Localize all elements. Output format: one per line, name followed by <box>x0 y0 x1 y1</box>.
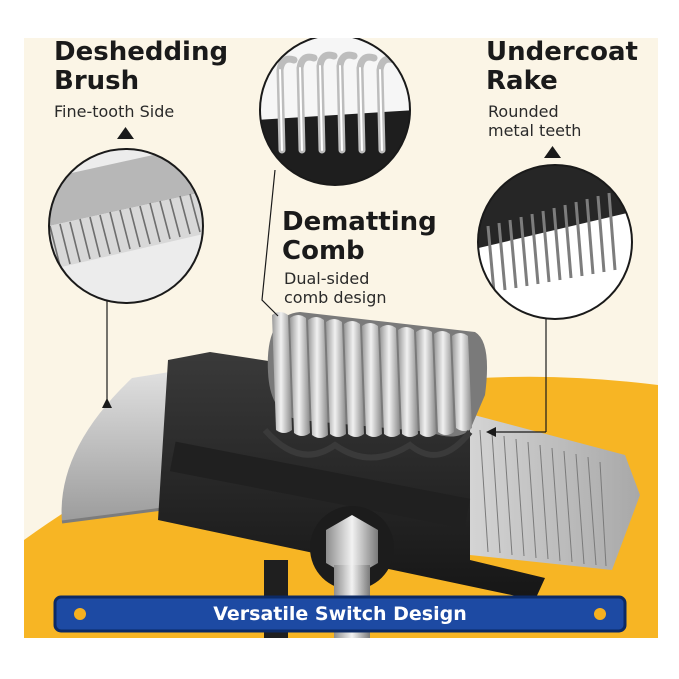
deshedding-pointer-icon <box>117 127 134 139</box>
undercoat-subtitle-line: metal teeth <box>488 121 582 140</box>
undercoat-detail-circle <box>477 164 633 320</box>
undercoat-title: Undercoat Rake <box>486 38 638 96</box>
deshedding-subtitle-line: Fine-tooth Side <box>54 102 175 121</box>
deshedding-subtitle: Fine-tooth Side <box>54 102 174 121</box>
dematting-subtitle-line: Dual-sided <box>284 269 370 288</box>
banner-bar <box>53 595 627 633</box>
dematting-title: Dematting Comb <box>282 208 437 266</box>
undercoat-subtitle: Rounded metal teeth <box>488 102 581 140</box>
dematting-detail-circle <box>259 38 411 186</box>
deshedding-title: Deshedding Brush <box>54 38 228 96</box>
dematting-title-line: Comb <box>282 236 365 266</box>
banner-dot-right-icon <box>594 608 606 620</box>
dematting-leader-line <box>261 169 279 317</box>
dematting-subtitle: Dual-sided comb design <box>284 269 387 307</box>
banner-label: Versatile Switch Design <box>213 603 467 625</box>
undercoat-title-line: Undercoat <box>486 37 638 67</box>
deshedding-title-line: Brush <box>54 66 140 96</box>
undercoat-title-line: Rake <box>486 66 558 96</box>
undercoat-subtitle-line: Rounded <box>488 102 559 121</box>
banner-dot-left-icon <box>74 608 86 620</box>
hex-bolt <box>326 515 378 578</box>
deshedding-detail-circle <box>48 148 204 304</box>
dematting-subtitle-line: comb design <box>284 288 387 307</box>
dematting-title-line: Dematting <box>282 207 437 237</box>
deshedding-title-line: Deshedding <box>54 37 229 67</box>
undercoat-pointer-icon <box>544 146 561 158</box>
